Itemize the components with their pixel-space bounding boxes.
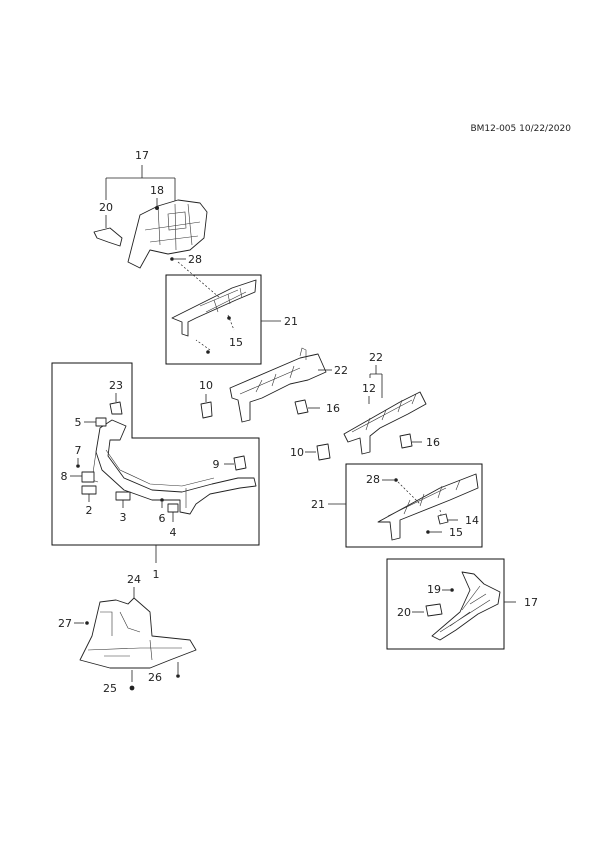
callout-23: 23 (109, 379, 123, 392)
bracket-3-part (115, 491, 131, 501)
shock-tower-17-low (431, 571, 501, 641)
shock-tower-part (127, 199, 208, 269)
cradle-1 (91, 419, 257, 515)
bolt-5-part (95, 417, 107, 427)
callout-17-top: 17 (135, 149, 149, 162)
callout-8: 8 (61, 470, 68, 483)
callout-16-right: 16 (426, 436, 440, 449)
callout-16-mid: 16 (326, 402, 340, 415)
box-21-top (165, 274, 262, 365)
bracket-20-top-part (93, 227, 123, 247)
splash-shield-24 (79, 597, 197, 669)
callout-22-right: 22 (369, 351, 383, 364)
mount-10-right-part (316, 443, 331, 461)
callout-12: 12 (362, 382, 376, 395)
callout-18: 18 (150, 184, 164, 197)
callout-28-low: 28 (366, 473, 380, 486)
callout-20-top: 20 (99, 201, 113, 214)
callout-6: 6 (159, 512, 166, 525)
callout-15-low: 15 (449, 526, 463, 539)
callout-27: 27 (58, 617, 72, 630)
box-1 (51, 362, 260, 546)
callout-3: 3 (120, 511, 127, 524)
bracket-20-low-part (425, 603, 443, 617)
diagram-reference: BM12-005 10/22/2020 (470, 124, 571, 134)
callout-24: 24 (127, 573, 141, 586)
clip-14-part (437, 513, 449, 525)
box-17-low (386, 558, 505, 650)
callout-2: 2 (86, 504, 93, 517)
bracket-8-part (81, 471, 95, 483)
bracket-4-part (167, 503, 179, 513)
mount-10-mid-part (200, 401, 213, 419)
callout-21-low: 21 (311, 498, 325, 511)
callout-26: 26 (148, 671, 162, 684)
rail-21-top (171, 261, 257, 354)
callout-10-mid: 10 (199, 379, 213, 392)
callout-21-top: 21 (284, 315, 298, 328)
callout-20-low: 20 (397, 606, 411, 619)
bracket-16-mid-part (294, 399, 309, 415)
callout-25: 25 (103, 682, 117, 695)
callout-15-top: 15 (229, 336, 243, 349)
bracket-16-right-part (399, 433, 413, 449)
callout-28-top: 28 (188, 253, 202, 266)
assembly-17-top: 17 18 20 (93, 149, 208, 269)
callout-22-mid: 22 (334, 364, 348, 377)
box-21-low (345, 463, 483, 548)
callout-1: 1 (153, 568, 160, 581)
callout-9: 9 (213, 458, 220, 471)
bracket-2-part (81, 485, 97, 495)
callout-10-right: 10 (290, 446, 304, 459)
callout-19: 19 (427, 583, 441, 596)
callout-17-low: 17 (524, 596, 538, 609)
callout-7: 7 (75, 444, 82, 457)
bracket-9-part (233, 455, 247, 471)
callout-5: 5 (75, 416, 82, 429)
bracket-23-part (109, 401, 123, 415)
callout-4: 4 (170, 526, 177, 539)
rail-22-mid (229, 347, 327, 423)
rail-21-low (377, 473, 479, 541)
callout-14: 14 (465, 514, 479, 527)
rail-22-right (343, 391, 427, 455)
